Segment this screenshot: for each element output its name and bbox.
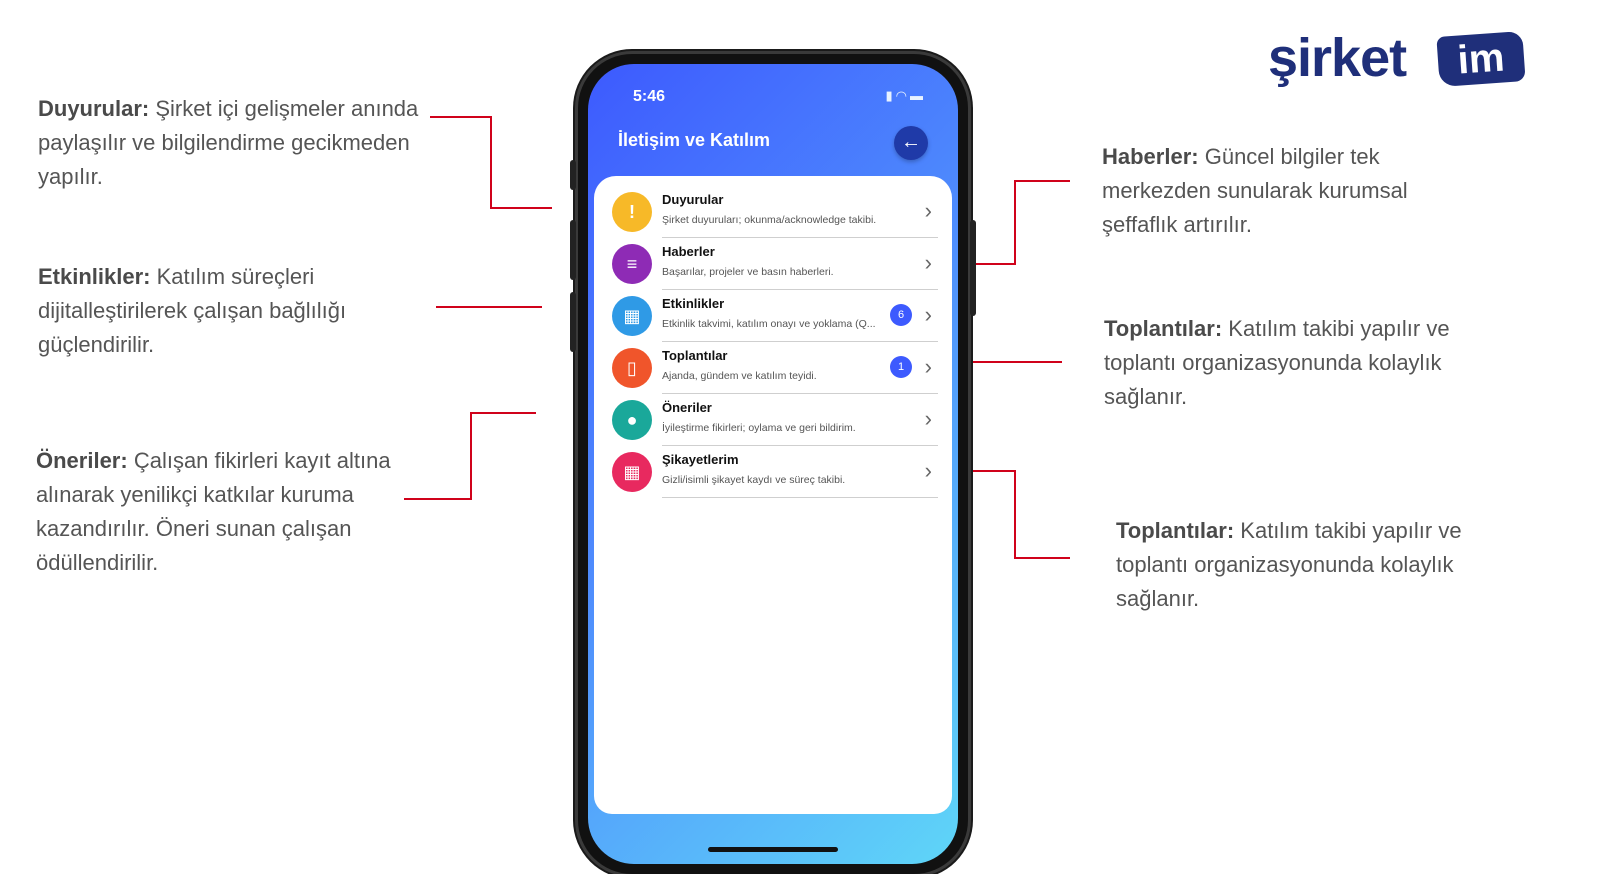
callout-text: Katılım takibi yapılır ve toplantı organ… <box>1104 316 1450 409</box>
connector-line <box>470 412 472 500</box>
connector-line <box>430 116 490 118</box>
phone-side-button <box>570 292 576 352</box>
callout-haberler: Haberler: Güncel bilgiler tek merkezden … <box>1102 140 1432 242</box>
item-title: Haberler <box>662 244 715 259</box>
item-title: Etkinlikler <box>662 296 725 311</box>
callout-text: Şirket içi gelişmeler anında paylaşılır … <box>38 96 419 189</box>
item-subtitle: Başarılar, projeler ve basın haberleri. <box>662 266 834 278</box>
count-badge: 6 <box>890 304 912 326</box>
connector-line <box>958 263 1014 265</box>
connector-line <box>470 412 536 414</box>
item-title: Duyurular <box>662 192 724 207</box>
chevron-right-icon: › <box>924 354 932 379</box>
list-item-duyurular[interactable]: ! Duyurular Şirket duyuruları; okunma/ac… <box>612 186 938 238</box>
announcement-icon: ! <box>612 192 652 232</box>
home-indicator <box>708 847 838 852</box>
callout-toplantilar-2: Toplantılar: Katılım takibi yapılır ve t… <box>1116 514 1486 616</box>
lightbulb-icon: ● <box>612 400 652 440</box>
connector-line <box>490 207 552 209</box>
item-title: Şikayetlerim <box>662 452 739 467</box>
news-icon: ≡ <box>612 244 652 284</box>
battery-icon: ▬ <box>910 88 926 103</box>
item-subtitle: Şirket duyuruları; okunma/acknowledge ta… <box>662 214 877 226</box>
calendar-icon: ▦ <box>612 296 652 336</box>
divider <box>662 445 938 446</box>
connector-line <box>958 470 1014 472</box>
list-item-toplantilar[interactable]: ▯ Toplantılar Ajanda, gündem ve katılım … <box>612 342 938 394</box>
page-title: İletişim ve Katılım <box>618 130 771 150</box>
divider <box>662 289 938 290</box>
callout-text: Katılım süreçleri dijitalleştirilerek ça… <box>38 264 347 357</box>
callout-text: Katılım takibi yapılır ve toplantı organ… <box>1116 518 1462 611</box>
callout-title: Toplantılar: <box>1116 518 1235 543</box>
callout-title: Duyurular: <box>38 96 150 121</box>
callout-title: Haberler: <box>1102 144 1199 169</box>
callout-title: Öneriler: <box>36 448 128 473</box>
phone-screen: 5:46 ▮◠▬ İletişim ve Katılım ← ! Duyurul… <box>588 64 958 864</box>
status-icons: ▮◠▬ <box>886 88 927 104</box>
phone-mockup: 5:46 ▮◠▬ İletişim ve Katılım ← ! Duyurul… <box>570 54 976 874</box>
callout-oneriler: Öneriler: Çalışan fikirleri kayıt altına… <box>36 444 416 580</box>
count-badge: 1 <box>890 356 912 378</box>
item-title: Öneriler <box>662 400 712 415</box>
phone-side-button <box>970 220 976 316</box>
callout-text: Çalışan fikirleri kayıt altına alınarak … <box>36 448 391 575</box>
connector-line <box>436 306 542 308</box>
connector-line <box>1014 557 1070 559</box>
wifi-icon: ◠ <box>895 88 910 103</box>
list-item-haberler[interactable]: ≡ Haberler Başarılar, projeler ve basın … <box>612 238 938 290</box>
callout-etkinlikler: Etkinlikler: Katılım süreçleri dijitalle… <box>38 260 388 362</box>
signal-icon: ▮ <box>885 88 896 103</box>
chevron-right-icon: › <box>924 198 932 223</box>
connector-line <box>1014 180 1070 182</box>
callout-title: Etkinlikler: <box>38 264 151 289</box>
list-item-oneriler[interactable]: ● Öneriler İyileştirme fikirleri; oylama… <box>612 394 938 446</box>
divider <box>662 237 938 238</box>
arrow-left-icon: ← <box>901 131 921 153</box>
item-subtitle: Etkinlik takvimi, katılım onayı ve yokla… <box>662 318 876 330</box>
item-subtitle: Ajanda, gündem ve katılım teyidi. <box>662 370 817 382</box>
chevron-right-icon: › <box>924 458 932 483</box>
connector-line <box>404 498 470 500</box>
callout-duyurular: Duyurular: Şirket içi gelişmeler anında … <box>38 92 438 194</box>
chevron-right-icon: › <box>924 302 932 327</box>
callout-toplantilar: Toplantılar: Katılım takibi yapılır ve t… <box>1104 312 1474 414</box>
list-item-sikayetlerim[interactable]: ▦ Şikayetlerim Gizli/isimli şikayet kayd… <box>612 446 938 498</box>
item-title: Toplantılar <box>662 348 728 363</box>
back-button[interactable]: ← <box>894 126 928 160</box>
list-item-etkinlikler[interactable]: ▦ Etkinlikler Etkinlik takvimi, katılım … <box>612 290 938 342</box>
status-time: 5:46 <box>633 88 666 105</box>
phone-side-button <box>570 160 576 190</box>
item-subtitle: Gizli/isimli şikayet kaydı ve süreç taki… <box>662 474 846 486</box>
logo-text: şirket <box>1268 28 1407 88</box>
connector-line <box>490 116 492 208</box>
item-subtitle: İyileştirme fikirleri; oylama ve geri bi… <box>662 422 856 434</box>
connector-line <box>958 361 1062 363</box>
callout-text: Güncel bilgiler tek merkezden sunularak … <box>1102 144 1408 237</box>
connector-line <box>1014 470 1016 558</box>
meeting-door-icon: ▯ <box>612 348 652 388</box>
brand-logo: şirket im <box>1268 26 1538 90</box>
logo-badge: im <box>1436 31 1526 87</box>
chevron-right-icon: › <box>924 250 932 275</box>
divider <box>662 341 938 342</box>
divider <box>662 393 938 394</box>
divider <box>662 497 938 498</box>
phone-side-button <box>570 220 576 280</box>
complaint-calendar-icon: ▦ <box>612 452 652 492</box>
callout-title: Toplantılar: <box>1104 316 1223 341</box>
connector-line <box>1014 180 1016 265</box>
menu-list: ! Duyurular Şirket duyuruları; okunma/ac… <box>594 176 952 814</box>
chevron-right-icon: › <box>924 406 932 431</box>
